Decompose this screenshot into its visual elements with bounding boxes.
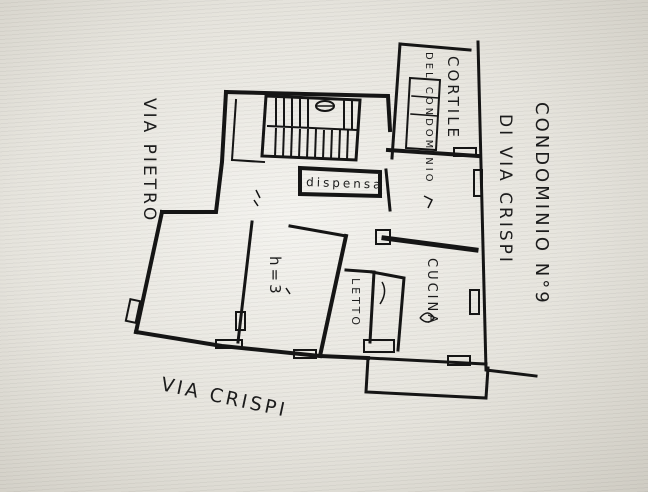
condominio-label: CONDOMINIO N°9 — [531, 102, 552, 306]
window-marks — [124, 147, 483, 366]
del-condominio-label: DEL CONDOMINIO — [423, 52, 434, 185]
courtyard-box — [404, 76, 442, 152]
letto-label: LETTO — [349, 278, 362, 328]
di-via-crispi-label: DI VIA CRISPI — [495, 114, 515, 265]
balcony — [364, 356, 490, 400]
dispensa-label: dispensa — [306, 175, 384, 192]
cucina-label: CUCINA — [424, 258, 439, 326]
cortile-label: CORTILE — [444, 56, 462, 140]
pencil-marks — [253, 189, 435, 323]
interior-walls — [230, 98, 481, 359]
via-crispi-bottom-label: VIA CRISPI — [159, 373, 290, 421]
via-pietro-label: VIA PIETRO — [139, 98, 159, 223]
exterior-walls — [133, 40, 538, 378]
staircase — [260, 94, 362, 162]
room-height-label: h=3 — [266, 256, 284, 297]
